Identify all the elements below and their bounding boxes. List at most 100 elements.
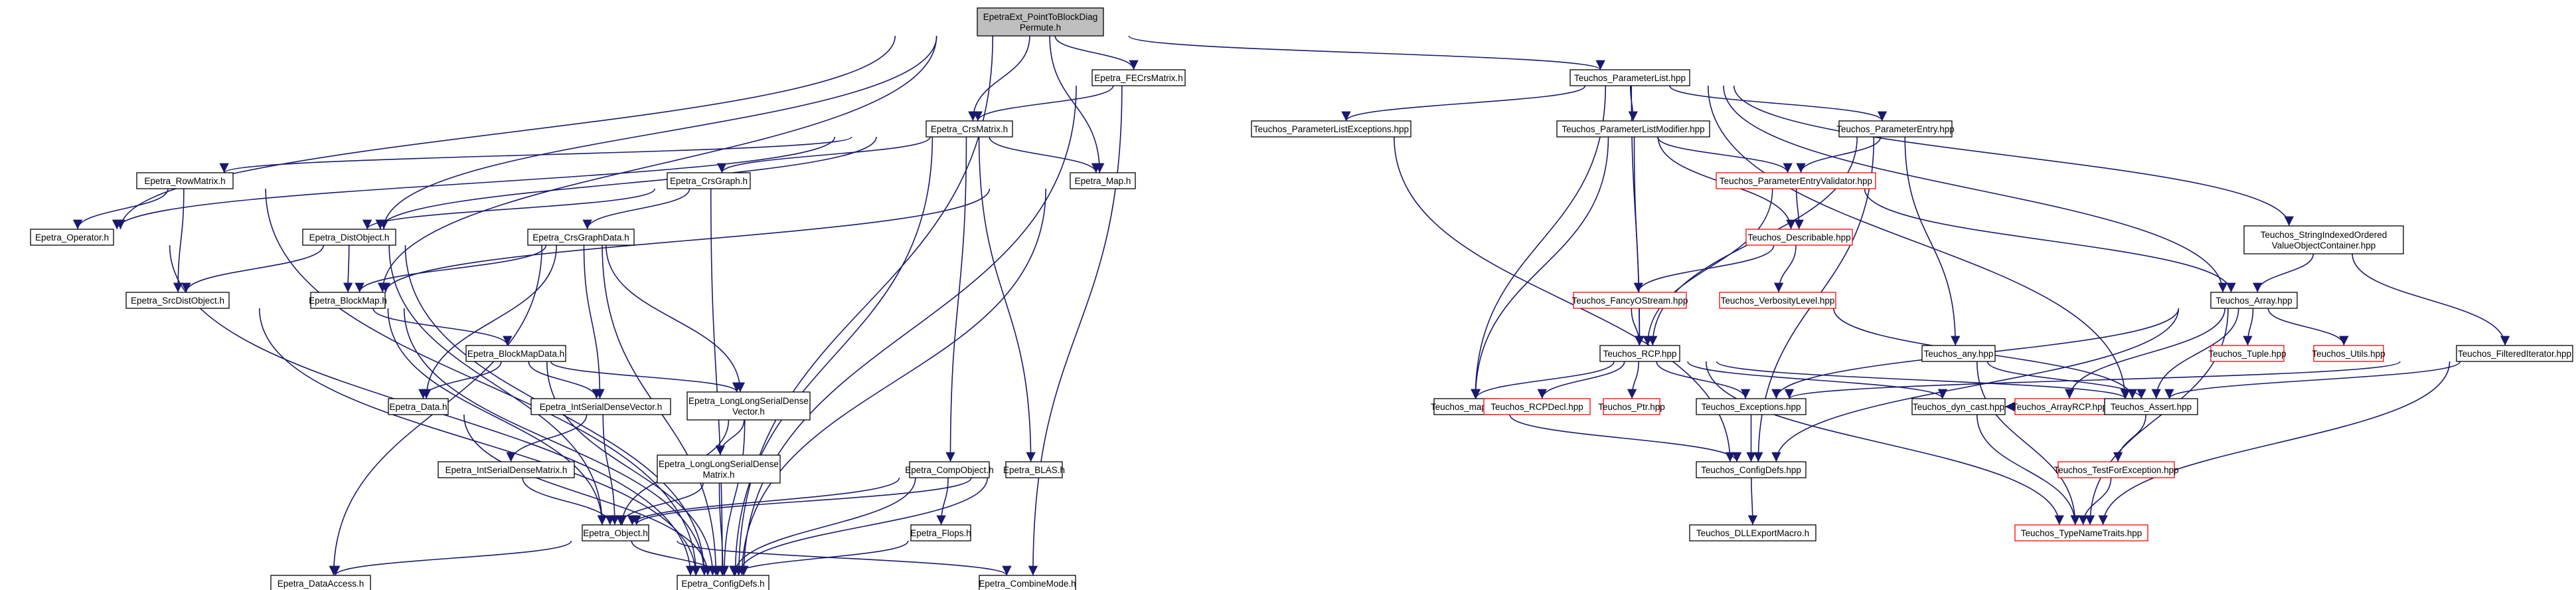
edge-llsdv-to-ecfg [719, 419, 746, 576]
node-utils[interactable]: Teuchos_Utils.hpp [2312, 345, 2385, 362]
node-bmap[interactable]: Epetra_BlockMap.h [309, 292, 387, 309]
node-label: Epetra_CrsGraph.h [670, 176, 748, 186]
node-sioc[interactable]: Teuchos_StringIndexedOrderedValueObjectC… [2243, 225, 2404, 254]
node-desc[interactable]: Teuchos_Describable.hpp [1745, 229, 1853, 246]
node-crsg[interactable]: Epetra_CrsGraph.h [667, 172, 751, 189]
node-box [270, 575, 371, 590]
node-data[interactable]: Epetra_Data.h [388, 398, 449, 415]
edge-crsgd-to-bmap [355, 245, 547, 293]
node-isdv[interactable]: Epetra_IntSerialDenseVector.h [530, 398, 671, 415]
node-pentry[interactable]: Teuchos_ParameterEntry.hpp [1836, 120, 1955, 138]
node-plmod[interactable]: Teuchos_ParameterListModifier.hpp [1556, 120, 1710, 138]
node-label: Teuchos_TypeNameTraits.hpp [2021, 528, 2142, 538]
edge-crs-to-ecfg [730, 136, 933, 576]
node-cmode[interactable]: Epetra_CombineMode.h [979, 575, 1076, 590]
edge-rcp-to-rcpdecl [1537, 361, 1625, 399]
node-fancy[interactable]: Teuchos_FancyOStream.hpp [1572, 292, 1688, 309]
edge-array-to-tcfg [1771, 308, 2180, 462]
node-exc[interactable]: Teuchos_Exceptions.hpp [1696, 398, 1807, 415]
node-isdm[interactable]: Epetra_IntSerialDenseMatrix.h [438, 461, 575, 478]
node-label: Teuchos_ArrayRCP.hpp [2012, 402, 2107, 412]
node-srcd[interactable]: Epetra_SrcDistObject.h [125, 292, 230, 309]
node-ecfg[interactable]: Epetra_ConfigDefs.h [677, 575, 769, 590]
edge-rcp-to-maph [1471, 361, 1615, 399]
node-label: Teuchos_Describable.hpp [1747, 233, 1850, 243]
edge-root-to-plist [1128, 35, 1605, 70]
edge-crsgd-to-isdv [583, 245, 605, 399]
node-box [1696, 398, 1807, 415]
node-pev[interactable]: Teuchos_ParameterEntryValidator.hpp [1716, 172, 1876, 189]
node-rowm[interactable]: Epetra_RowMatrix.h [136, 172, 234, 189]
node-anyh[interactable]: Teuchos_any.hpp [1921, 345, 1996, 362]
node-assert[interactable]: Teuchos_Assert.hpp [2104, 398, 2198, 415]
edge-crsg-to-dist [362, 188, 656, 230]
node-flops[interactable]: Epetra_Flops.h [910, 524, 971, 541]
node-plist[interactable]: Teuchos_ParameterList.hpp [1570, 69, 1690, 86]
node-label: Teuchos_RCP.hpp [1603, 349, 1677, 359]
node-dync[interactable]: Teuchos_dyn_cast.hpp [1911, 398, 2006, 415]
node-array[interactable]: Teuchos_Array.hpp [2210, 292, 2298, 309]
node-label: Teuchos_Ptr.hpp [1598, 402, 1665, 412]
node-dacc[interactable]: Epetra_DataAccess.h [270, 575, 371, 590]
node-dist[interactable]: Epetra_DistObject.h [302, 229, 396, 246]
node-label: Epetra_BlockMap.h [309, 296, 387, 306]
node-tfe[interactable]: Teuchos_TestForException.hpp [2053, 461, 2179, 478]
node-box [1070, 172, 1136, 189]
node-arcp[interactable]: Teuchos_ArrayRCP.hpp [2012, 398, 2107, 415]
node-fecrs[interactable]: Epetra_FECrsMatrix.h [1091, 69, 1186, 86]
node-label: Teuchos_ParameterListExceptions.hpp [1253, 124, 1409, 134]
node-filt[interactable]: Teuchos_FilteredIterator.hpp [2456, 345, 2573, 362]
node-comp[interactable]: Epetra_CompObject.h [905, 461, 994, 478]
edge-root-to-fecrs [1054, 35, 1139, 70]
node-rcp[interactable]: Teuchos_RCP.hpp [1599, 345, 1680, 362]
node-oper[interactable]: Epetra_Operator.h [30, 229, 114, 246]
edge-root-to-bmap [378, 35, 937, 293]
node-ptr[interactable]: Teuchos_Ptr.hpp [1598, 398, 1665, 415]
node-label: Teuchos_FancyOStream.hpp [1572, 296, 1688, 306]
edge-desc-to-verb [1773, 245, 1797, 293]
edge-isdv-to-isdm [506, 414, 588, 462]
node-label: Epetra_BlockMapData.h [467, 349, 564, 359]
node-box [530, 398, 671, 415]
edge-blas-to-obj [631, 477, 972, 526]
edge-array-to-utils [2267, 308, 2349, 346]
node-rcpdecl[interactable]: Teuchos_RCPDecl.hpp [1483, 398, 1591, 415]
edge-pentry-to-anyh [1904, 136, 1961, 346]
edge-bmapd-to-llsdv [550, 361, 742, 393]
node-plexc[interactable]: Teuchos_ParameterListExceptions.hpp [1251, 120, 1411, 138]
node-box [657, 454, 781, 484]
node-blas[interactable]: Epetra_BLAS.h [1003, 461, 1065, 478]
edge-filt-to-exc [1785, 361, 2401, 399]
node-label: Teuchos_ConfigDefs.hpp [1701, 465, 1801, 475]
node-label: Teuchos_FilteredIterator.hpp [2458, 349, 2571, 359]
node-verb[interactable]: Teuchos_VerbosityLevel.hpp [1719, 292, 1836, 309]
node-label: Epetra_Operator.h [35, 233, 109, 243]
node-dll[interactable]: Teuchos_DLLExportMacro.h [1689, 524, 1816, 541]
node-box [1091, 69, 1186, 86]
edge-llsdv-to-llsdm [715, 419, 745, 456]
edge-root-to-oper [116, 35, 896, 230]
node-tcfg[interactable]: Teuchos_ConfigDefs.hpp [1696, 461, 1807, 478]
node-label: Teuchos_dyn_cast.hpp [1913, 402, 2004, 412]
node-box [1570, 69, 1690, 86]
edge-pev-to-desc [1794, 188, 1804, 230]
node-tnt[interactable]: Teuchos_TypeNameTraits.hpp [2014, 524, 2148, 541]
node-map[interactable]: Epetra_Map.h [1070, 172, 1136, 189]
node-tuple[interactable]: Teuchos_Tuple.hpp [2208, 345, 2287, 362]
node-obj[interactable]: Epetra_Object.h [582, 524, 649, 541]
node-crs[interactable]: Epetra_CrsMatrix.h [926, 120, 1013, 138]
edge-obj-to-ecfg [631, 540, 723, 576]
node-box [527, 229, 635, 246]
node-label: Teuchos_ParameterEntry.hpp [1836, 124, 1955, 134]
edge-plist-to-maph [1471, 85, 1607, 399]
node-crsgd[interactable]: Epetra_CrsGraphData.h [527, 229, 635, 246]
node-label: Vector.h [732, 407, 765, 417]
node-box [2104, 398, 2198, 415]
node-label: Epetra_Object.h [583, 528, 648, 538]
edge-anyh-to-tnt [1976, 361, 2080, 526]
node-bmapd[interactable]: Epetra_BlockMapData.h [465, 345, 566, 362]
node-box [1696, 461, 1807, 478]
